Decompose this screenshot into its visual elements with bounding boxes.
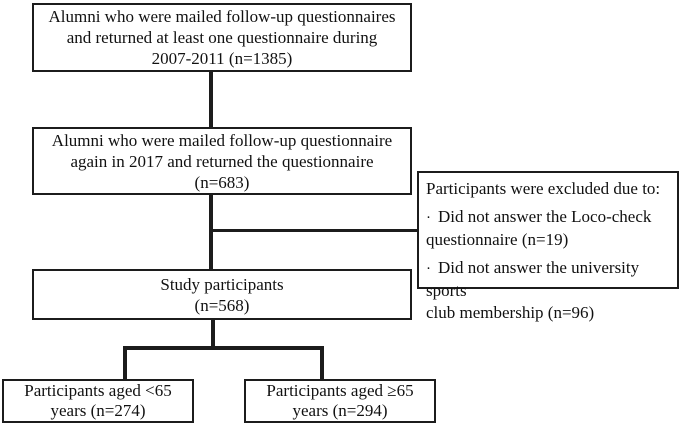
connector-drop-over65	[320, 346, 324, 381]
exclusion-item-line: club membership (n=96)	[426, 303, 595, 322]
exclusion-item-line: ·Did not answer the university sports	[426, 257, 673, 302]
flow-box-alumni-2017: Alumni who were mailed follow-up questio…	[32, 127, 412, 195]
flow-box-alumni-2007-2011: Alumni who were mailed follow-up questio…	[32, 3, 412, 72]
bullet-icon: ·	[426, 261, 431, 277]
connector-branch-to-excluded	[211, 229, 418, 232]
connector-drop-under65	[123, 346, 127, 381]
exclusion-title: Participants were excluded due to:	[426, 179, 661, 198]
connector-2007-to-2017	[209, 71, 213, 129]
box-text-line: (n=683)	[194, 172, 250, 192]
bullet-icon: ·	[426, 210, 431, 226]
connector-study-to-split	[211, 318, 215, 349]
exclusion-item-text: Did not answer the university sports	[426, 258, 640, 300]
box-text-line: (n=568)	[194, 295, 250, 315]
box-text-line: Alumni who were mailed follow-up questio…	[51, 130, 393, 150]
box-text-line: Alumni who were mailed follow-up questio…	[48, 7, 396, 26]
connector-2017-to-study	[209, 193, 213, 271]
box-text-line: Participants aged ≥65	[266, 381, 414, 400]
flow-box-aged-under-65: Participants aged <65 years (n=274)	[2, 379, 194, 423]
box-text-line: years (n=274)	[50, 401, 146, 420]
exclusion-item: · Did not answer the Loco-check questionn…	[426, 206, 651, 251]
box-text-line: again in 2017 and returned the questionn…	[70, 151, 374, 171]
box-text-line: and returned at least one questionnaire …	[66, 28, 378, 47]
exclusion-item-line: · Did not answer the Loco-check	[426, 206, 651, 229]
exclusion-item-text: Did not answer the Loco-check	[438, 207, 652, 226]
flow-box-exclusions: Participants were excluded due to: ·Did …	[417, 171, 679, 322]
flow-box-aged-65-and-over: Participants aged ≥65 years (n=294)	[244, 379, 436, 423]
box-text-line: 2007-2011 (n=1385)	[151, 49, 293, 68]
connector-split-horizontal	[123, 346, 324, 350]
exclusion-item: ·Did not answer the university sports cl…	[426, 257, 673, 324]
box-text-line: Participants aged <65	[24, 381, 172, 400]
exclusion-item-line: questionnaire (n=19)	[426, 230, 569, 249]
box-text-line: Study participants	[160, 274, 284, 294]
box-text-line: years (n=294)	[292, 401, 388, 420]
flow-box-study-participants: Study participants (n=568)	[32, 269, 412, 320]
